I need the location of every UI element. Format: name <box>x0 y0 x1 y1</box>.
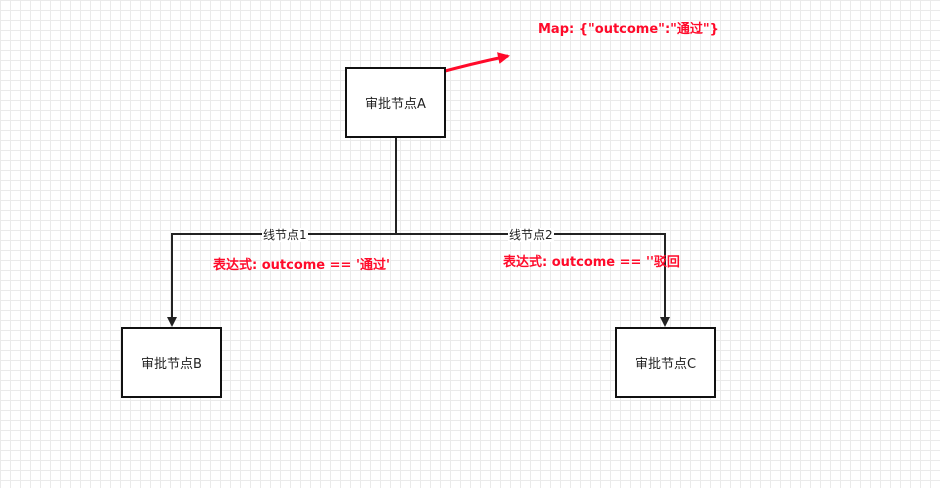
condition-expression-1: 表达式: outcome == '通过' <box>213 258 390 273</box>
map-annotation: Map: {"outcome":"通过"} <box>538 22 719 37</box>
approval-node-b[interactable]: 审批节点B <box>121 327 222 398</box>
edge-line-2 <box>396 233 670 327</box>
edge-label-2[interactable]: 线节点2 <box>508 228 554 242</box>
node-b-label: 审批节点B <box>141 357 202 372</box>
approval-node-c[interactable]: 审批节点C <box>615 327 716 398</box>
node-a-label: 审批节点A <box>365 97 426 112</box>
approval-node-a[interactable]: 审批节点A <box>345 67 446 138</box>
node-c-label: 审批节点C <box>634 357 697 372</box>
condition-expression-2: 表达式: outcome == ''驳回 <box>503 255 680 270</box>
edge-line-1 <box>167 233 396 327</box>
edge-label-1[interactable]: 线节点1 <box>262 228 308 242</box>
